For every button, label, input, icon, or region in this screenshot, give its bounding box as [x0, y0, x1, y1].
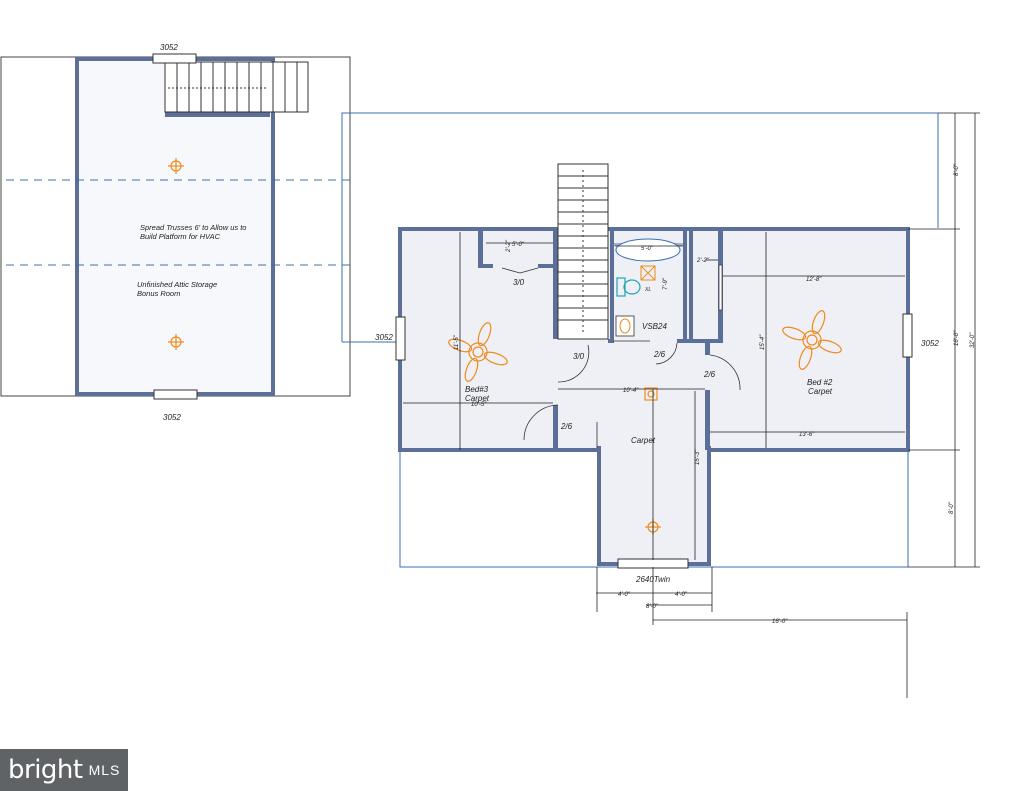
- closet-door-label: 3/0: [513, 278, 525, 287]
- attic-note-line2: Build Platform for HVAC: [140, 232, 221, 241]
- front-window: [617, 558, 689, 569]
- attic-room-line1: Unfinished Attic Storage: [137, 280, 217, 289]
- hall-vdim: 15'-3": [695, 449, 701, 465]
- main-floor: [398, 227, 910, 452]
- bed2-dim-bottom: 13'-6": [799, 432, 815, 438]
- right-dim-mid: 16'-0": [954, 330, 960, 346]
- attic-bottom-window: [153, 389, 198, 400]
- attic-note-line1: Spread Trusses 6' to Allow us to: [140, 223, 246, 232]
- xl-label: XL: [644, 287, 651, 293]
- ceiling-light-icon: [168, 158, 184, 174]
- roof-outline: [341, 112, 939, 342]
- attic-stairs: [164, 61, 309, 113]
- dimension-lines: [403, 112, 980, 698]
- closet-dim: 5'-0": [512, 242, 525, 248]
- ceiling-fan-icon: [782, 310, 842, 370]
- front-window-label: 2640Twin: [635, 575, 671, 584]
- bath-door-label: 2/6: [653, 350, 666, 359]
- extension-join: [601, 444, 707, 452]
- hall-floor: Carpet: [631, 436, 656, 445]
- attic-top-window-label: 3052: [160, 43, 178, 52]
- right-dim-top: 8'-0": [954, 163, 960, 176]
- bed2-door-label: 2/6: [703, 370, 716, 379]
- main-stairs: [557, 163, 609, 340]
- vanity-sink-icon: [615, 315, 635, 337]
- sink-basin-icon: [619, 318, 631, 334]
- right-window-label: 3052: [921, 339, 939, 348]
- bed3-label: Bed#3: [465, 385, 489, 394]
- ceiling-light-icon: [168, 334, 184, 350]
- dim-right: 4'-0": [675, 592, 688, 598]
- right-dim-bottom: 8'-0": [949, 501, 955, 514]
- linen-dim: 2'-2": [696, 258, 710, 264]
- ceiling-fan-icon: [448, 322, 508, 382]
- attic-bottom-window-label: 3052: [163, 413, 181, 422]
- left-window-label: 3052: [375, 333, 393, 342]
- right-window: [902, 313, 913, 358]
- bathtub-icon: [615, 238, 681, 262]
- bed2-floor: Carpet: [808, 387, 833, 396]
- hall-light-icon: [644, 387, 658, 401]
- vanity-label: VSB24: [642, 322, 667, 331]
- bed2-dim-top: 12'-8": [806, 277, 822, 283]
- attic-room-line2: Bonus Room: [137, 289, 180, 298]
- left-window: [395, 316, 406, 361]
- second-floor-plan: 3052 3052 Bed#3 Carpet 10'-5" 11'-5" Bed…: [341, 112, 980, 698]
- plan-labels: 3052 3052 Bed#3 Carpet 10'-5" 11'-5" Bed…: [375, 163, 976, 625]
- door-swings: [501, 267, 741, 448]
- front-extension: [597, 446, 711, 566]
- exhaust-fan-icon: [640, 265, 656, 281]
- watermark-suffix: MLS: [88, 762, 121, 778]
- closet-vdim: 2'-2": [506, 239, 512, 253]
- hall-dim: 10'-4": [623, 388, 639, 394]
- bath-vdim: 7'-9": [663, 277, 669, 290]
- bed3-floor: Carpet: [465, 394, 490, 403]
- watermark-brand: bright: [8, 755, 83, 785]
- bath-dim: 5'-0": [641, 246, 654, 252]
- toilet-icon: [616, 277, 641, 297]
- attic-stair-wall: [165, 112, 270, 117]
- stair-door-label: 3/0: [573, 352, 585, 361]
- brightmls-watermark: bright MLS: [0, 749, 128, 791]
- dim-left: 4'-0": [618, 592, 631, 598]
- bed2-label: Bed #2: [807, 378, 833, 387]
- right-dim-total: 32'-0": [970, 332, 976, 348]
- bed2-vdim: 15'-4": [760, 334, 766, 350]
- bed3-dim: 10'-5": [471, 402, 487, 408]
- bed3-vdim: 11'-5": [454, 334, 460, 350]
- dim-total: 8'-0": [646, 604, 659, 610]
- dim-long: 16'-0": [772, 619, 788, 625]
- bed2-closet-rod: [718, 264, 723, 311]
- hall-door-label: 2/6: [560, 422, 573, 431]
- attic-top-window: [152, 53, 197, 64]
- attic-plan: 3052 3052 Spread Trusses 6' to Allow us …: [0, 43, 351, 422]
